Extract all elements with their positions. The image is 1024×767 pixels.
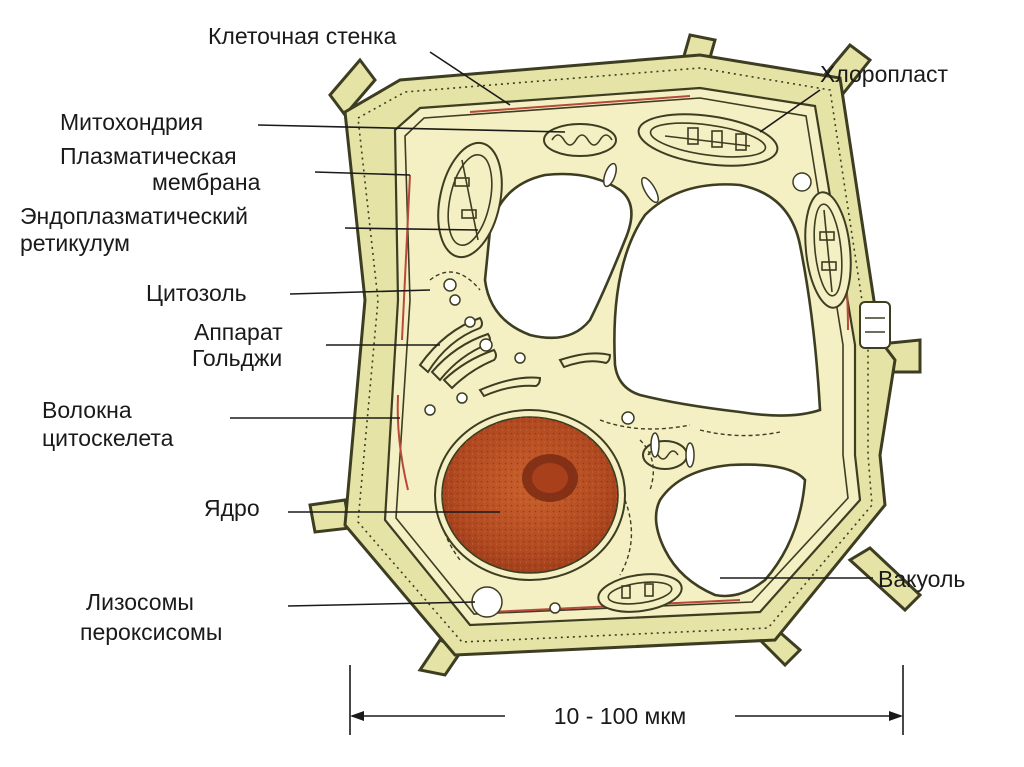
- vacuole-large: [613, 183, 822, 417]
- label-cytoskeleton-1: Волокна: [42, 397, 132, 423]
- middle-lamella: [357, 67, 873, 643]
- scale-bar-label: 10 - 100 мкм: [554, 703, 686, 729]
- chloroplast-bottom: [597, 573, 683, 613]
- label-er-2: ретикулум: [20, 230, 130, 256]
- label-nucleus: Ядро: [204, 495, 260, 521]
- vesicles: [424, 162, 812, 614]
- label-cytoskeleton-2: цитоскелета: [42, 425, 174, 451]
- chloroplast-right: [804, 191, 852, 309]
- plasma-membrane: [395, 97, 849, 615]
- plasmodesma: [859, 301, 891, 349]
- nucleus: [434, 409, 626, 581]
- chloroplast-top: [637, 113, 779, 167]
- mitochondrion-top: [543, 123, 617, 157]
- chloroplast-left: [437, 141, 503, 259]
- label-plasma-membrane-2: мембрана: [152, 169, 261, 195]
- vacuole-lower: [654, 463, 807, 598]
- label-vacuole: Вакуоль: [878, 566, 965, 592]
- leader-lines: [230, 51, 873, 607]
- label-cytosol: Цитозоль: [146, 280, 247, 306]
- golgi-apparatus: [418, 316, 612, 398]
- label-cell-wall: Клеточная стенка: [208, 23, 397, 49]
- label-er-1: Эндоплазматический: [20, 203, 248, 229]
- label-lysosomes-1: Лизосомы: [86, 589, 194, 615]
- label-plasma-membrane-1: Плазматическая: [60, 143, 237, 169]
- label-golgi-1: Аппарат: [194, 319, 283, 345]
- label-golgi-2: Гольджи: [192, 345, 282, 371]
- vacuole-upper: [483, 172, 633, 340]
- lysosome: [471, 586, 503, 618]
- label-chloroplast: Хлоропласт: [820, 61, 949, 87]
- label-mitochondria: Митохондрия: [60, 109, 203, 135]
- scale-bar: 10 - 100 мкм: [349, 665, 904, 735]
- label-lysosomes-2: пероксисомы: [80, 619, 222, 645]
